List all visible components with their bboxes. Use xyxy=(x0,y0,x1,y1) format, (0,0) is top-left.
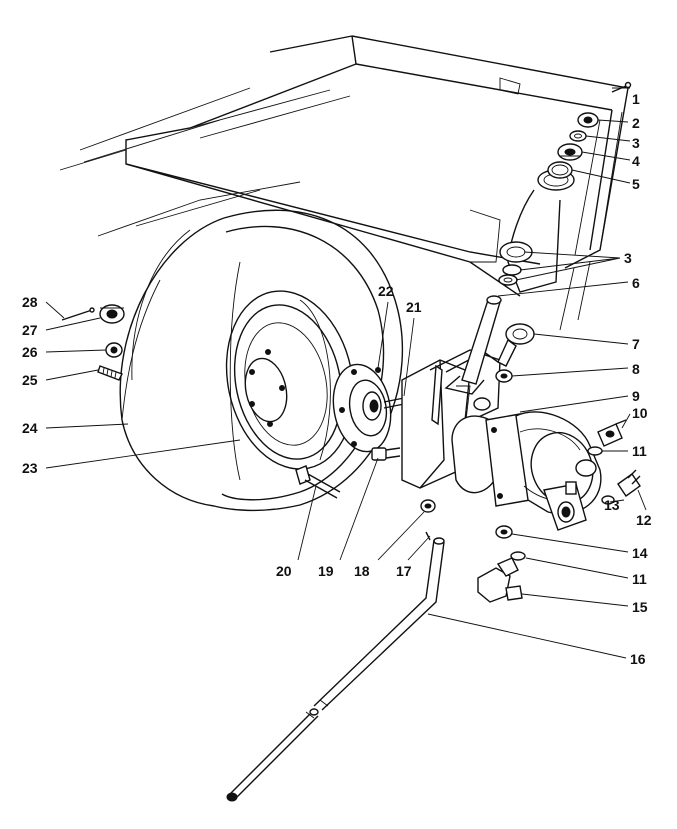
callout-7: 7 xyxy=(632,336,640,352)
callout-23: 23 xyxy=(22,460,38,476)
callout-17: 17 xyxy=(396,563,412,579)
callout-16: 16 xyxy=(630,651,646,667)
callout-28: 28 xyxy=(22,294,38,310)
elbow-fitting xyxy=(477,557,523,603)
callout-11-lower: 11 xyxy=(632,571,647,587)
spindle-shaft xyxy=(444,295,502,395)
callout-25: 25 xyxy=(22,372,38,388)
axle-nut xyxy=(105,342,123,358)
axle-stud xyxy=(97,365,123,381)
o-ring-upper xyxy=(587,446,603,456)
callout-26: 26 xyxy=(22,344,38,360)
callout-3-lower: 3 xyxy=(624,250,632,266)
bearing-cup xyxy=(547,161,573,179)
leader-lines xyxy=(45,87,647,659)
axle-pin xyxy=(61,307,95,321)
fitting-upper xyxy=(597,419,627,447)
castle-nut xyxy=(577,112,599,128)
callout-15: 15 xyxy=(632,599,648,615)
grease-fitting-angle xyxy=(497,323,535,367)
callout-21: 21 xyxy=(406,299,422,315)
small-cotter xyxy=(425,531,431,541)
callout-1: 1 xyxy=(632,91,640,107)
hydraulic-tube xyxy=(226,537,445,802)
wheel-rim xyxy=(225,290,355,470)
callout-20: 20 xyxy=(276,563,292,579)
hub-bolt xyxy=(371,447,401,461)
callout-2: 2 xyxy=(632,115,640,131)
callout-22: 22 xyxy=(378,283,394,299)
o-ring-lower xyxy=(510,551,526,561)
callout-19: 19 xyxy=(318,563,334,579)
callout-27: 27 xyxy=(22,322,38,338)
jam-nut xyxy=(495,369,513,383)
callout-12: 12 xyxy=(636,512,652,528)
cotter-pin xyxy=(611,81,632,93)
fork-bolt-nut xyxy=(420,499,436,513)
motor-nut xyxy=(495,525,513,539)
machine-frame xyxy=(59,35,629,331)
callout-9: 9 xyxy=(632,388,640,404)
bearing-cone xyxy=(557,143,583,161)
washer-top xyxy=(569,130,587,142)
fitting-right xyxy=(617,469,641,497)
callout-13: 13 xyxy=(604,497,620,513)
axle-nut-castle xyxy=(99,304,125,324)
callout-3-upper: 3 xyxy=(632,135,640,151)
callout-10: 10 xyxy=(632,405,648,421)
callout-5: 5 xyxy=(632,176,640,192)
wheel-hub xyxy=(332,363,392,453)
callout-11-upper: 11 xyxy=(632,443,647,459)
callout-6: 6 xyxy=(632,275,640,291)
callout-24: 24 xyxy=(22,420,38,436)
wheel-stud xyxy=(383,397,405,409)
washers-bottom xyxy=(498,264,522,286)
long-bolt xyxy=(295,465,341,499)
wheel-motor xyxy=(451,411,602,531)
callout-4: 4 xyxy=(632,153,640,169)
callout-18: 18 xyxy=(354,563,370,579)
callout-8: 8 xyxy=(632,361,640,377)
callout-labels: 1 2 3 4 5 3 6 7 8 9 10 11 12 13 14 11 15… xyxy=(22,91,652,667)
callout-14: 14 xyxy=(632,545,648,561)
